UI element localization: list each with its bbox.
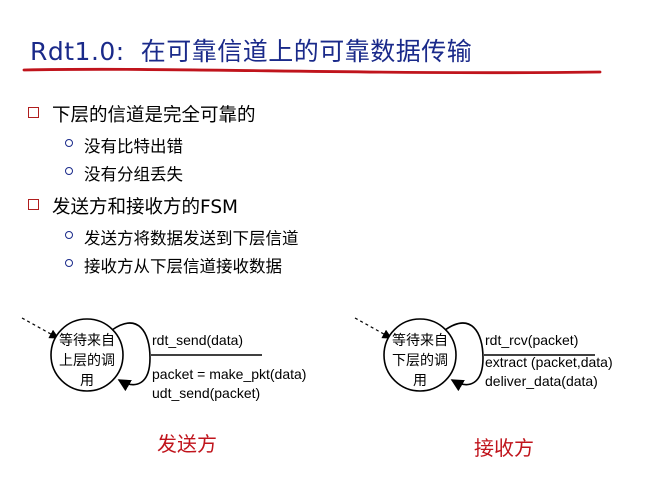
sender-caption: 发送方 <box>157 432 217 456</box>
bullet-circle-icon <box>65 259 73 267</box>
sub-bullet-text: 没有分组丢失 <box>84 165 183 184</box>
sender-initial-arrow <box>21 317 60 339</box>
sub-bullet-sender: 发送方将数据发送到下层信道 <box>65 225 299 249</box>
receiver-event: rdt_rcv(packet) <box>485 332 579 348</box>
bullet-fsm: 发送方和接收方的FSM <box>28 193 239 219</box>
sender-event: rdt_send(data) <box>152 332 244 348</box>
sub-bullet-text: 接收方从下层信道接收数据 <box>84 257 282 276</box>
receiver-self-loop <box>444 322 484 392</box>
receiver-caption: 接收方 <box>474 436 534 460</box>
bullet-text: 下层的信道是完全可靠的 <box>52 105 256 126</box>
receiver-state-label: 等待来自 下层的调 用 <box>384 331 456 391</box>
sender-self-loop <box>111 322 151 392</box>
bullet-circle-icon <box>65 231 73 239</box>
state-line: 用 <box>413 373 427 389</box>
bullet-circle-icon <box>65 139 73 147</box>
sub-bullet-no-bit-errors: 没有比特出错 <box>65 133 183 157</box>
sender-state-circle <box>50 318 124 392</box>
state-line: 上层的调 <box>59 353 115 369</box>
state-line: 等待来自 <box>59 333 115 349</box>
sub-bullet-text: 发送方将数据发送到下层信道 <box>84 229 299 248</box>
bullet-box-icon <box>28 199 39 210</box>
sender-action-udt-send: udt_send(packet) <box>152 385 261 401</box>
bullet-channel-reliable: 下层的信道是完全可靠的 <box>28 101 256 127</box>
bullet-circle-icon <box>65 167 73 175</box>
bullet-box-icon <box>28 107 39 118</box>
sub-bullet-no-packet-loss: 没有分组丢失 <box>65 161 183 185</box>
title-text: 在可靠信道上的可靠数据传输 <box>140 37 473 66</box>
sub-bullet-receiver: 接收方从下层信道接收数据 <box>65 253 282 277</box>
receiver-action-extract: extract (packet,data) <box>485 354 613 370</box>
receiver-initial-arrow <box>354 317 393 339</box>
bullet-text: 发送方和接收方的FSM <box>52 197 239 218</box>
sub-bullet-text: 没有比特出错 <box>84 137 183 156</box>
state-line: 等待来自 <box>392 333 448 349</box>
page-title: Rdt1.0: 在可靠信道上的可靠数据传输 <box>30 32 472 68</box>
receiver-action-deliver: deliver_data(data) <box>485 373 598 389</box>
sender-action-make-pkt: packet = make_pkt(data) <box>152 366 307 382</box>
receiver-state-circle <box>383 318 457 392</box>
title-underline <box>22 67 602 75</box>
state-line: 下层的调 <box>392 353 448 369</box>
sender-state-label: 等待来自 上层的调 用 <box>51 331 123 391</box>
title-prefix: Rdt1.0: <box>30 37 125 66</box>
state-line: 用 <box>80 373 94 389</box>
